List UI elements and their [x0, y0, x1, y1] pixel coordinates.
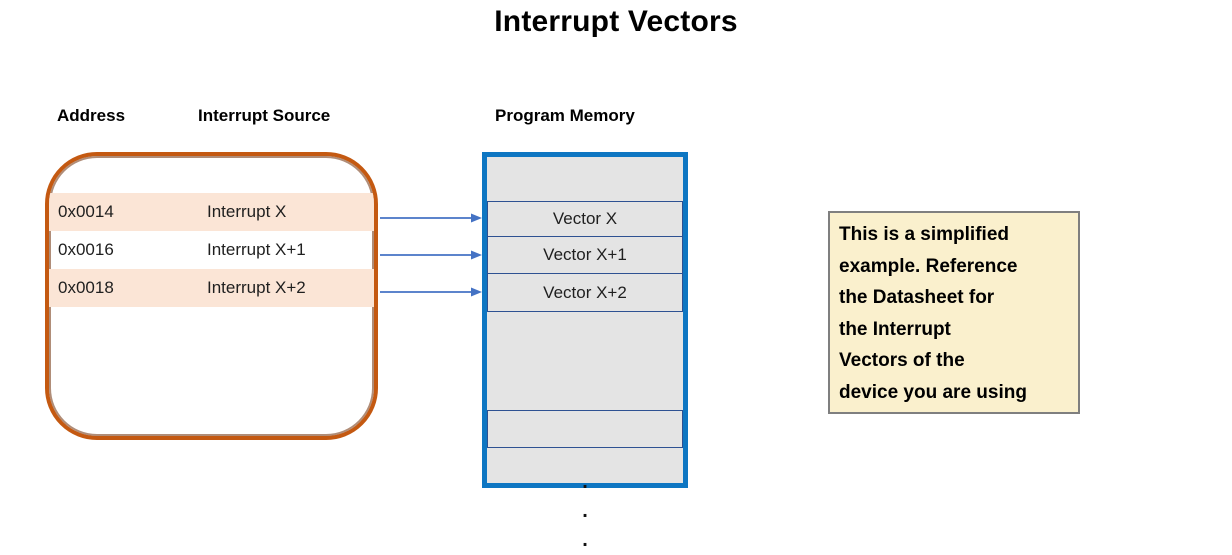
memory-row-empty: [487, 410, 683, 448]
dot: .: [582, 471, 588, 493]
interrupt-source-column-header: Interrupt Source: [198, 106, 331, 125]
memory-row: Vector X: [487, 201, 683, 237]
interrupt-source-cell: Interrupt X+2: [207, 278, 306, 297]
interrupt-vector-table: 0x0014 Interrupt X 0x0016 Interrupt X+1 …: [45, 152, 378, 440]
page-title: Interrupt Vectors: [494, 5, 738, 38]
address-cell: 0x0014: [58, 202, 114, 221]
interrupt-source-cell: Interrupt X: [207, 202, 287, 221]
address-cell: 0x0018: [58, 278, 114, 297]
note-box: This is a simplified example. Reference …: [828, 211, 1080, 414]
dot: .: [582, 529, 588, 551]
program-memory-block: Vector X Vector X+1 Vector X+2 . . .: [482, 152, 688, 551]
connector-arrow-icon: [380, 213, 482, 223]
table-row: 0x0018 Interrupt X+2: [49, 269, 374, 307]
address-column-header: Address: [57, 106, 126, 125]
connector-arrow-icon: [380, 287, 482, 297]
dot: .: [582, 500, 588, 522]
table-row: 0x0016 Interrupt X+1: [49, 231, 374, 269]
connector-arrows: [380, 213, 482, 297]
memory-row: Vector X+2: [487, 273, 683, 312]
address-cell: 0x0016: [58, 240, 114, 259]
ellipsis-dots: . . .: [487, 468, 683, 555]
program-memory-column-header: Program Memory: [495, 106, 635, 125]
connector-arrow-icon: [380, 250, 482, 260]
memory-row: Vector X+1: [487, 236, 683, 274]
interrupt-source-cell: Interrupt X+1: [207, 240, 306, 259]
table-row: 0x0014 Interrupt X: [49, 193, 374, 231]
